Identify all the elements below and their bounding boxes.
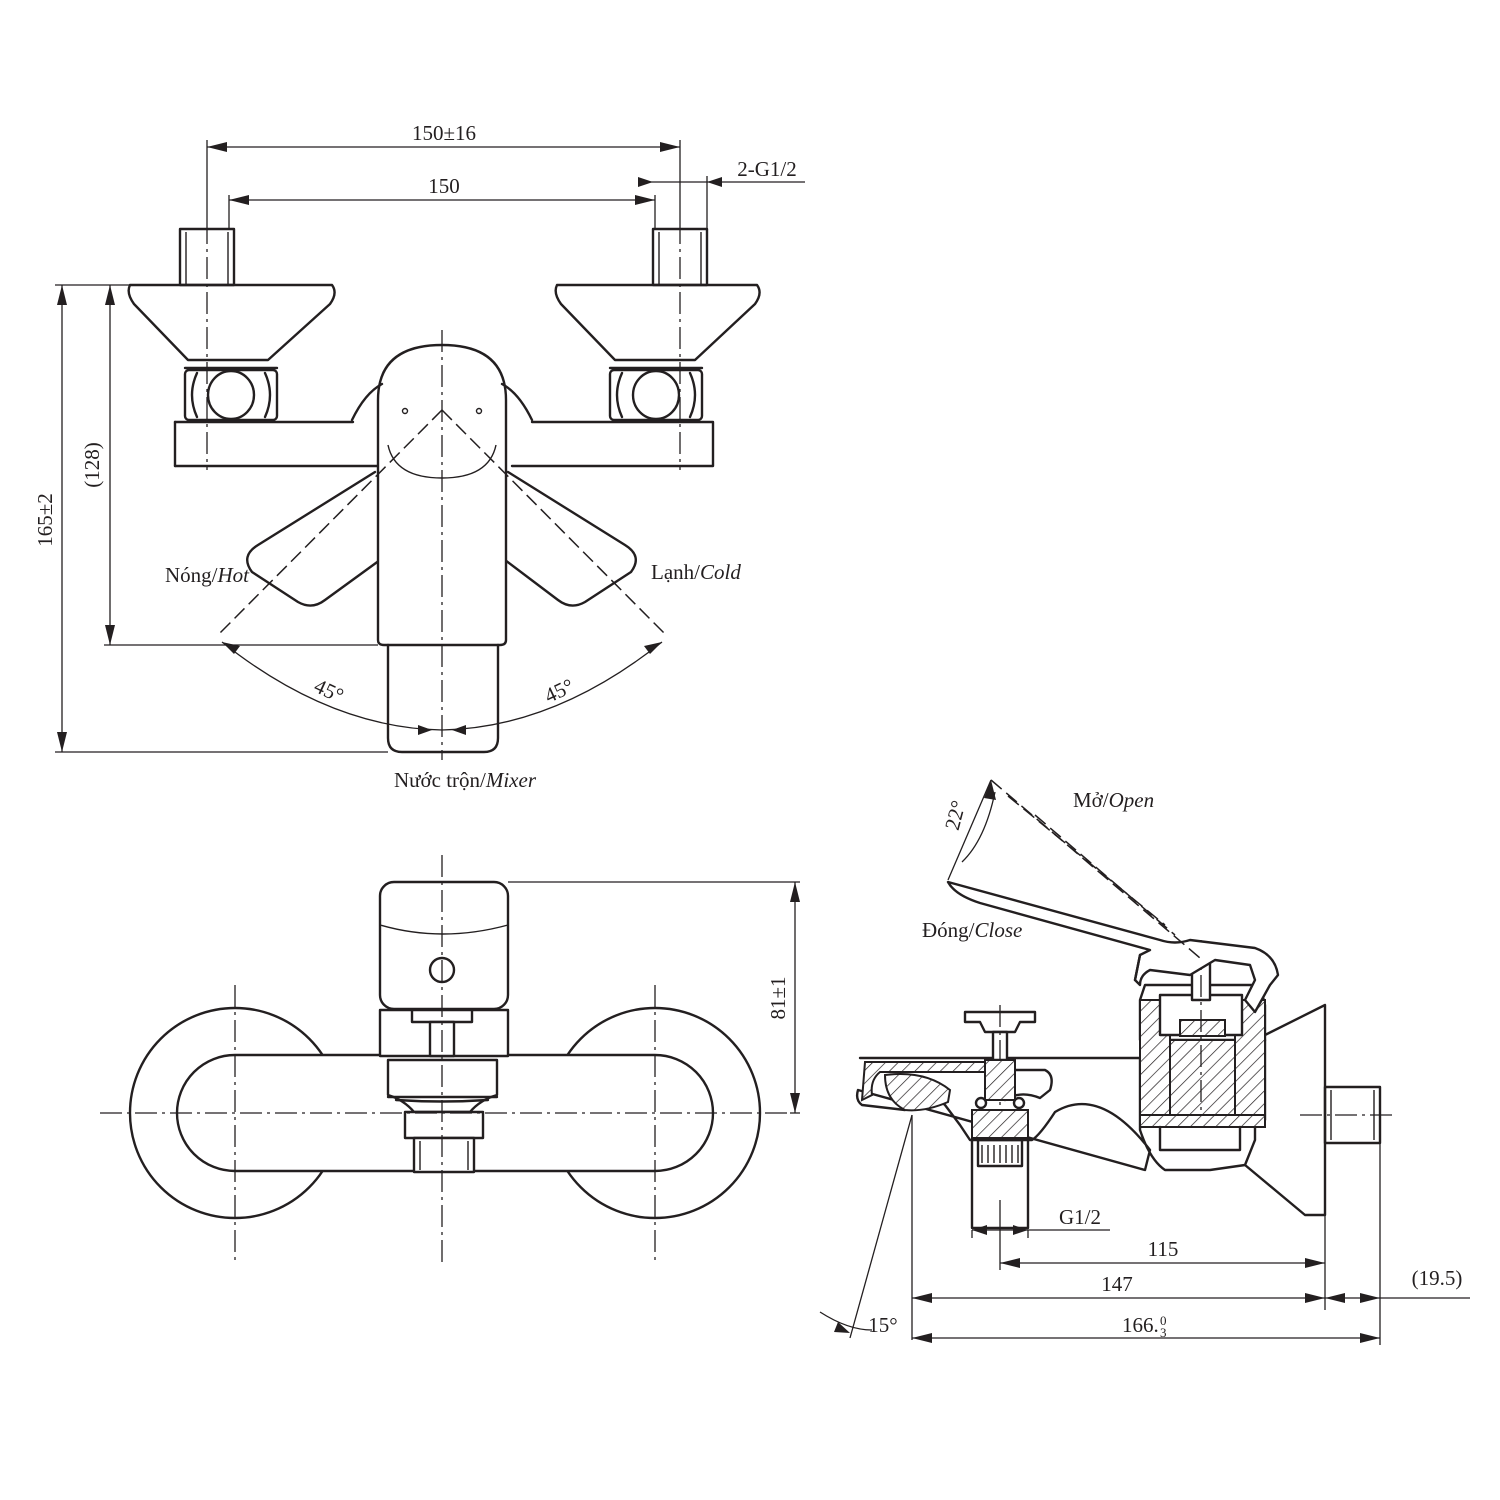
dim-tolerance-upper: 0 (1160, 1313, 1167, 1328)
angle-left-label: 45° (311, 674, 348, 708)
dim-outlet-label: G1/2 (1059, 1205, 1101, 1229)
angle-spout-label: 15° (868, 1313, 897, 1337)
dim-147-label: 147 (1101, 1272, 1133, 1296)
dim-tolerance-lower: 3 (1160, 1325, 1167, 1340)
mixer-handle (376, 343, 508, 647)
dim-overall-label: 166. (1122, 1313, 1159, 1337)
handle-front (378, 880, 510, 1011)
outlet-thread (412, 1136, 476, 1174)
close-label: Đóng/Close (922, 918, 1022, 942)
front-view: 81±1 (100, 855, 800, 1265)
left-hex-nut (183, 366, 279, 422)
spout-outlet (403, 1110, 485, 1140)
lever-handle (946, 880, 1280, 1014)
diverter-knob (963, 1005, 1037, 1200)
dim-inlet-label: 2-G1/2 (737, 157, 797, 181)
hot-lever-position (246, 470, 382, 607)
hot-label: Nóng/Hot (165, 563, 250, 587)
left-cover-flange (127, 283, 336, 362)
angle-right-label: 45° (541, 674, 578, 708)
spout-projection (386, 643, 500, 754)
dim-150-16-label: 150±16 (412, 121, 476, 145)
right-hex-nut (608, 366, 704, 422)
dim-extra-label: (19.5) (1412, 1266, 1463, 1290)
top-view: 150±16 150 2-G1/2 165±2 (128) Nóng/Hot L… (33, 121, 805, 792)
right-cover-flange (554, 283, 761, 362)
aerator-section (883, 1073, 952, 1112)
dim-81-label: 81±1 (766, 976, 790, 1019)
dim-128-label: (128) (80, 442, 104, 488)
dim-165-label: 165±2 (33, 493, 57, 547)
cold-lever-position (503, 470, 637, 607)
rotation-arc (221, 641, 663, 731)
dim-150-label: 150 (428, 174, 460, 198)
angle-lever-label: 22° (940, 798, 971, 833)
cold-label: Lạnh/Cold (651, 560, 741, 584)
dim-115-label: 115 (1148, 1237, 1179, 1261)
side-section-view: G1/2 115 147 (19.5) 166. 0 3 Mở/Open Đón… (819, 779, 1470, 1345)
mixer-label: Nước trộn/Mixer (394, 768, 537, 792)
open-label: Mở/Open (1073, 788, 1154, 812)
